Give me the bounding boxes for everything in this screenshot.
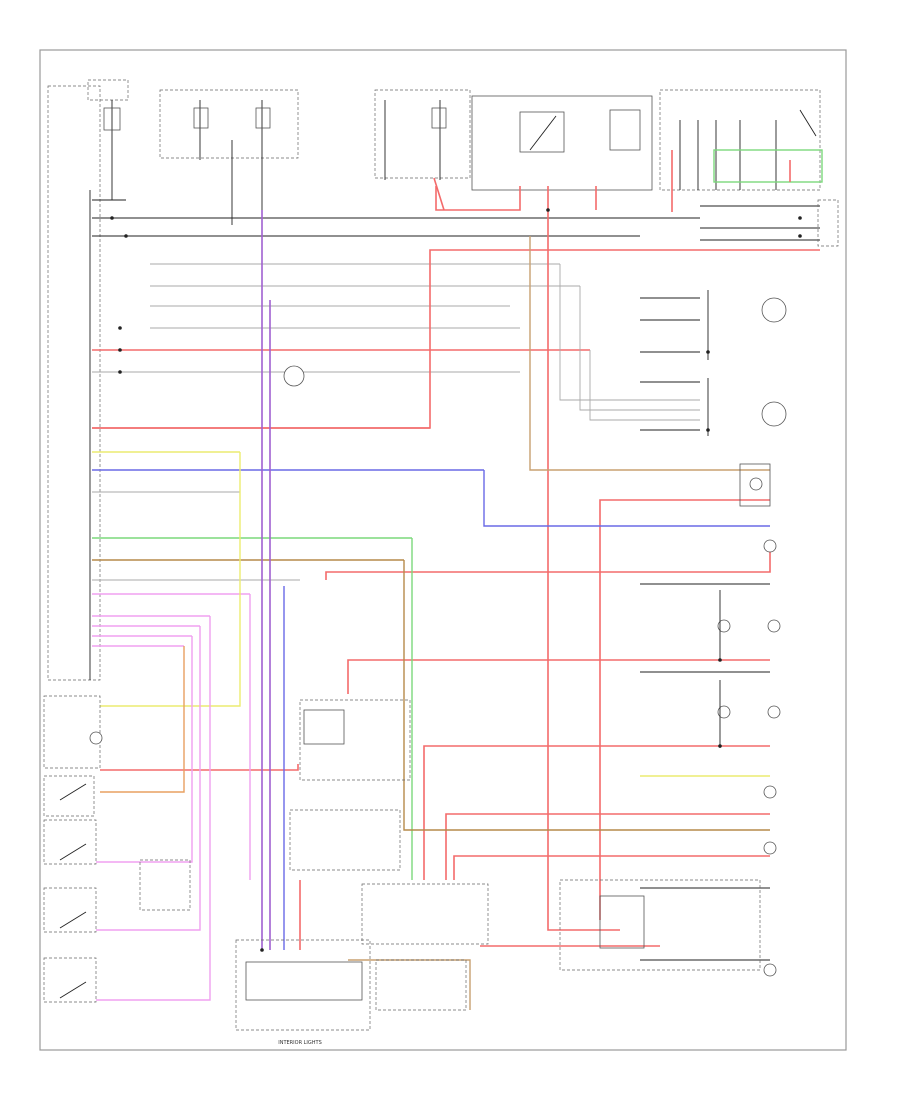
top-fuse-section [87, 79, 823, 225]
splice-points [110, 208, 802, 952]
center-modules [235, 365, 761, 1031]
harness-rows [92, 199, 700, 647]
power-feed-wires [92, 177, 820, 950]
left-control-module [47, 85, 101, 681]
diagram-frame [39, 49, 847, 1051]
left-door-switches [43, 695, 191, 1003]
sensor-gray-wires [559, 264, 770, 961]
diagram-caption: INTERIOR LIGHTS [278, 1040, 322, 1046]
right-connector [700, 199, 839, 247]
right-side-lamps [717, 297, 787, 977]
